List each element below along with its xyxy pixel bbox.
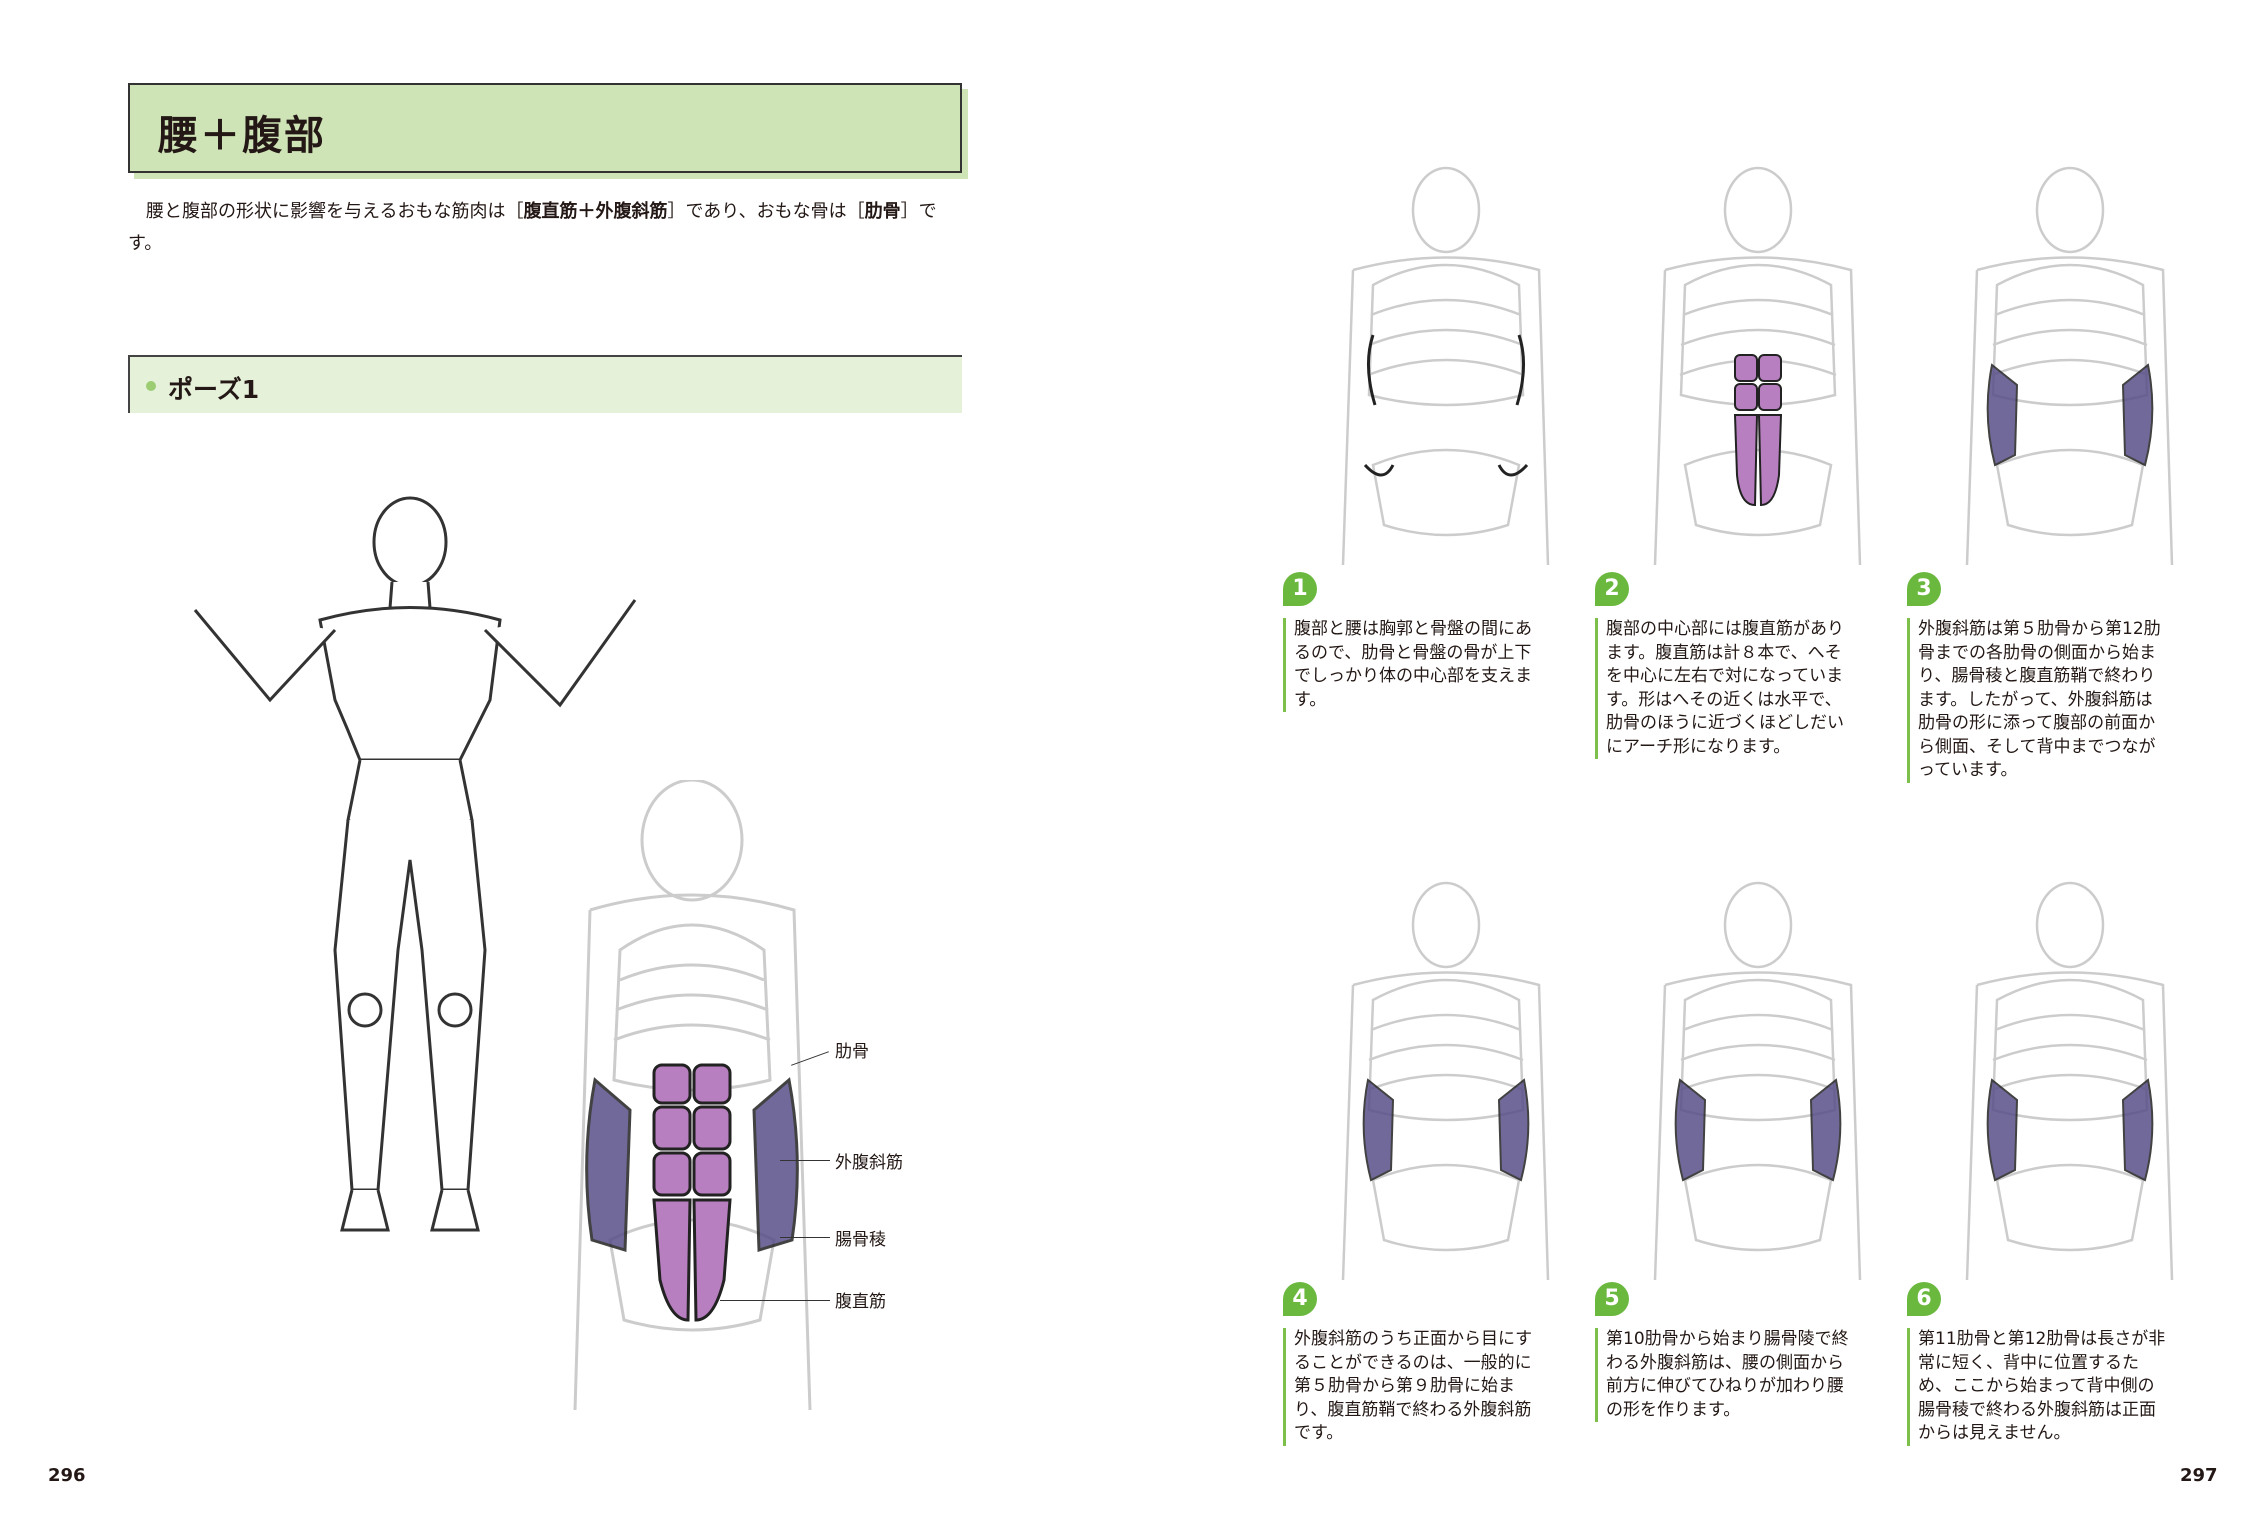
page-title-box: 腰＋腹部 [128, 83, 962, 173]
step-number-badge: 1 [1283, 572, 1317, 606]
leader-line [780, 1237, 830, 1238]
page-title: 腰＋腹部 [158, 113, 326, 159]
page-number-right: 297 [2180, 1465, 2218, 1486]
step-number-badge: 2 [1595, 572, 1629, 606]
step-description: 腹部の中心部には腹直筋があります。腹直筋は計８本で、へそを中心に左右で対になって… [1595, 618, 1857, 759]
external-oblique-left [585, 1077, 632, 1253]
section-heading: ポーズ1 [128, 355, 962, 413]
leader-line [720, 1300, 830, 1301]
step-description: 第10肋骨から始まり腸骨陵で終わる外腹斜筋は、腰の側面から前方に伸びてひねりが加… [1595, 1328, 1857, 1422]
label-ribs: 肋骨 [835, 1042, 869, 1062]
step-torso-figure [1653, 881, 1862, 1280]
label-external-oblique: 外腹斜筋 [835, 1153, 903, 1173]
step-torso-figure [1965, 166, 2174, 565]
step-torso-figure [1341, 166, 1550, 565]
mannequin-figure [193, 496, 637, 1232]
intro-paragraph: 腰と腹部の形状に影響を与えるおもな筋肉は［腹直筋＋外腹斜筋］であり、おもな骨は［… [128, 201, 937, 254]
step-number-badge: 6 [1907, 1282, 1941, 1316]
step-torso-figure [1965, 881, 2174, 1280]
page-number-left: 296 [48, 1465, 86, 1486]
step-number-badge: 4 [1283, 1282, 1317, 1316]
step-number-badge: 3 [1907, 572, 1941, 606]
leader-line [780, 1160, 830, 1161]
step-description: 腹部と腰は胸郭と骨盤の間にあるので、肋骨と骨盤の骨が上下でしっかり体の中心部を支… [1283, 618, 1545, 712]
label-iliac-crest: 腸骨稜 [835, 1230, 886, 1250]
bullet-icon [146, 381, 156, 391]
rectus-abdominis [652, 1063, 732, 1322]
step-torso-figure [1341, 881, 1550, 1280]
step-description: 第11肋骨と第12肋骨は長さが非常に短く、背中に位置するため、ここから始まって背… [1907, 1328, 2169, 1446]
external-oblique-right [752, 1077, 799, 1253]
step-description: 外腹斜筋のうち正面から目にすることができるのは、一般的に第５肋骨から第９肋骨に始… [1283, 1328, 1545, 1446]
label-rectus-abdominis: 腹直筋 [835, 1292, 886, 1312]
step-torso-figure [1653, 166, 1862, 565]
step-description: 外腹斜筋は第５肋骨から第12肋骨までの各肋骨の側面から始まり、腸骨稜と腹直筋鞘で… [1907, 618, 2169, 783]
torso-anatomy-figure [573, 780, 812, 1410]
step-number-badge: 5 [1595, 1282, 1629, 1316]
